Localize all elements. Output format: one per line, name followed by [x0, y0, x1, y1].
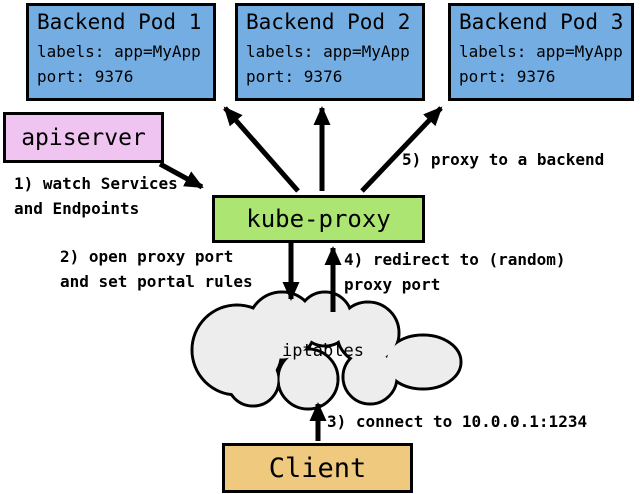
- arrow-apiserver-to-kube-proxy: [158, 161, 204, 190]
- kube-proxy-node: kube-proxy: [212, 195, 425, 243]
- apiserver-node: apiserver: [3, 112, 164, 163]
- kube-proxy-title: kube-proxy: [246, 205, 391, 233]
- client-node: Client: [222, 443, 413, 493]
- step3-connect-label: 3) connect to 10.0.0.1:1234: [327, 412, 588, 431]
- iptables-title: iptables: [282, 341, 364, 361]
- backend-pod-1-title: Backend Pod 1: [37, 10, 202, 34]
- backend-pod-3-port: port: 9376: [459, 67, 556, 87]
- iptables-cloud-shape: [190, 290, 463, 411]
- client-title: Client: [268, 452, 367, 484]
- arrow-kube-proxy-to-pod1: [223, 106, 300, 193]
- step1-watch-services-label: 1) watch Services and Endpoints: [14, 174, 178, 218]
- backend-pod-1-port: port: 9376: [37, 67, 134, 87]
- arrow-kube-proxy-to-pod3: [360, 106, 443, 193]
- step5-proxy-backend-label: 5) proxy to a backend: [402, 150, 605, 169]
- backend-pod-2-port: port: 9376: [246, 67, 343, 87]
- backend-pod-2-title: Backend Pod 2: [246, 10, 411, 34]
- backend-pod-3-title: Backend Pod 3: [459, 10, 624, 34]
- step4-redirect-label: 4) redirect to (random) proxy port: [344, 250, 566, 294]
- step2-open-proxy-port-label: 2) open proxy port and set portal rules: [60, 247, 253, 291]
- apiserver-title: apiserver: [21, 124, 146, 151]
